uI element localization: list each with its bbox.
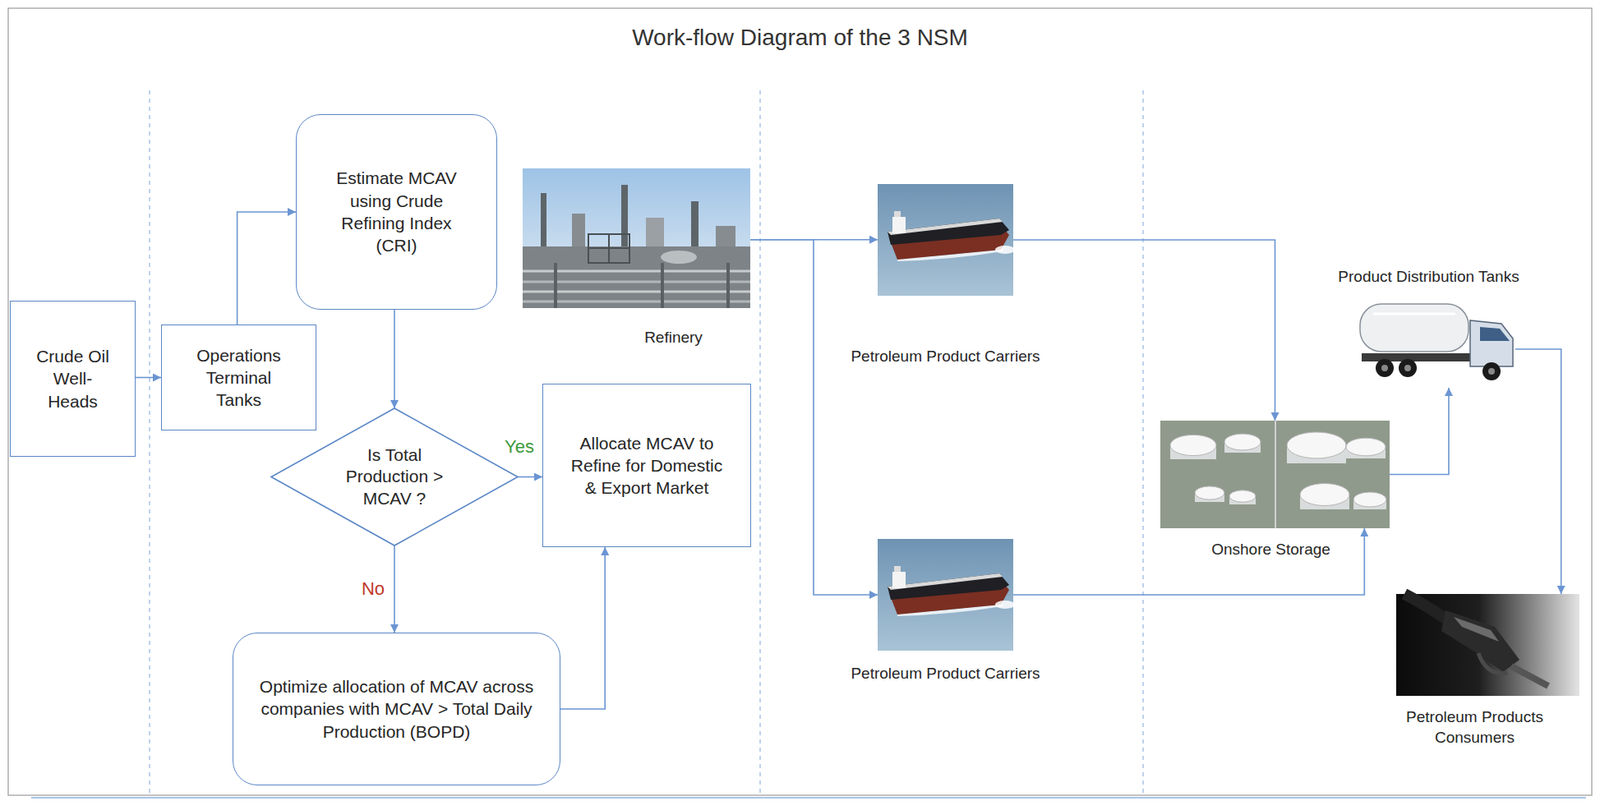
tank-top [1170,434,1217,456]
process-box: Estimate MCAV using Crude Refining Index… [295,114,498,310]
flow-connector [517,476,543,479]
flow-connector [1389,387,1449,475]
truck-picture [1360,304,1513,381]
node-text: Operations Terminal Tanks [186,344,291,412]
flow-connector [560,547,605,710]
flow-connector [237,212,296,325]
diamond-shape [271,408,518,546]
edge-label: No [359,578,387,600]
section-divider [1142,90,1144,794]
hose [1404,594,1446,619]
consumer-node: Petroleum Products Consumers [1396,594,1580,697]
bottom-rule [31,797,1587,799]
nozzle-highlight [1453,617,1499,642]
pipe [553,262,558,309]
truck-cab [1470,320,1513,367]
node-text: Optimize allocation of MCAV across compa… [258,675,535,743]
process-box: Optimize allocation of MCAV across compa… [232,632,561,786]
scaffold [588,234,630,263]
ship-picture [877,184,1015,296]
tank-top [1300,484,1350,507]
tank-top [1229,490,1256,503]
flow-connector [1515,349,1562,595]
wheel [1482,362,1501,381]
node-text: Allocate MCAV to Refine for Domestic & E… [564,432,729,500]
refinery-node: Refinery [522,168,751,309]
nozzle-lever [1478,653,1508,674]
flow-connector [135,377,162,379]
carrier-node: Petroleum Product Carriers [877,184,1014,296]
scaffold [608,234,610,263]
sky [522,168,751,309]
cab-window [1480,327,1510,342]
tank-top [1194,486,1225,500]
section-divider [759,90,761,794]
picture-caption: Petroleum Products Consumers [1388,707,1562,748]
picture-caption: Petroleum Product Carriers [850,346,1040,368]
hub [1404,364,1411,372]
flow-connector [750,239,878,595]
node-text: Estimate MCAV using Crude Refining Index… [329,166,464,257]
process-box: Allocate MCAV to Refine for Domestic & E… [542,383,752,548]
plant [522,246,751,309]
picture-caption: Onshore Storage [1211,539,1331,561]
process-box: Operations Terminal Tanks [161,324,317,431]
carrier-node: Petroleum Product Carriers [877,539,1014,651]
divider [1274,420,1277,529]
source-box: Crude Oil Well-Heads [9,300,136,457]
edge-label: Yes [502,436,536,458]
truck-node: Product Distribution Tanks [1356,295,1516,388]
consumer-picture [1396,594,1580,697]
pipe [660,262,664,309]
flow-connector [393,309,396,409]
section-divider [148,90,150,794]
tank [660,250,697,264]
refinery-picture [522,168,751,309]
flow-connector [393,545,396,633]
hub [1488,368,1495,375]
hub [1381,364,1388,372]
pipe [726,262,730,309]
picture-caption: Product Distribution Tanks [1337,267,1519,288]
storage-picture [1160,420,1390,529]
storage-node: Onshore Storage [1160,420,1390,529]
pump-ground [1396,594,1580,697]
ground [1160,420,1390,529]
flow-connector [1013,528,1365,595]
ship-picture [877,539,1015,651]
nozzle [1441,610,1520,673]
frame [8,8,1592,796]
tank-highlight [1373,313,1456,316]
picture-caption: Petroleum Product Carriers [850,663,1040,685]
spout [1511,666,1549,687]
decision-diamond: Is Total Production > MCAV ? [271,408,518,546]
tank-top [1224,433,1261,451]
wheel [1375,359,1394,378]
wheel [1398,359,1417,378]
tank-top [1353,492,1387,508]
node-text: Is Total Production > MCAV ? [332,444,457,510]
flow-connector [1013,239,1276,421]
tank-top [1286,432,1347,459]
diagram-title: Work-flow Diagram of the 3 NSM [0,24,1600,51]
picture-caption: Refinery [644,327,703,349]
node-text: Crude Oil Well-Heads [30,345,116,413]
truck-tank [1360,304,1469,352]
tank-top [1346,438,1386,457]
